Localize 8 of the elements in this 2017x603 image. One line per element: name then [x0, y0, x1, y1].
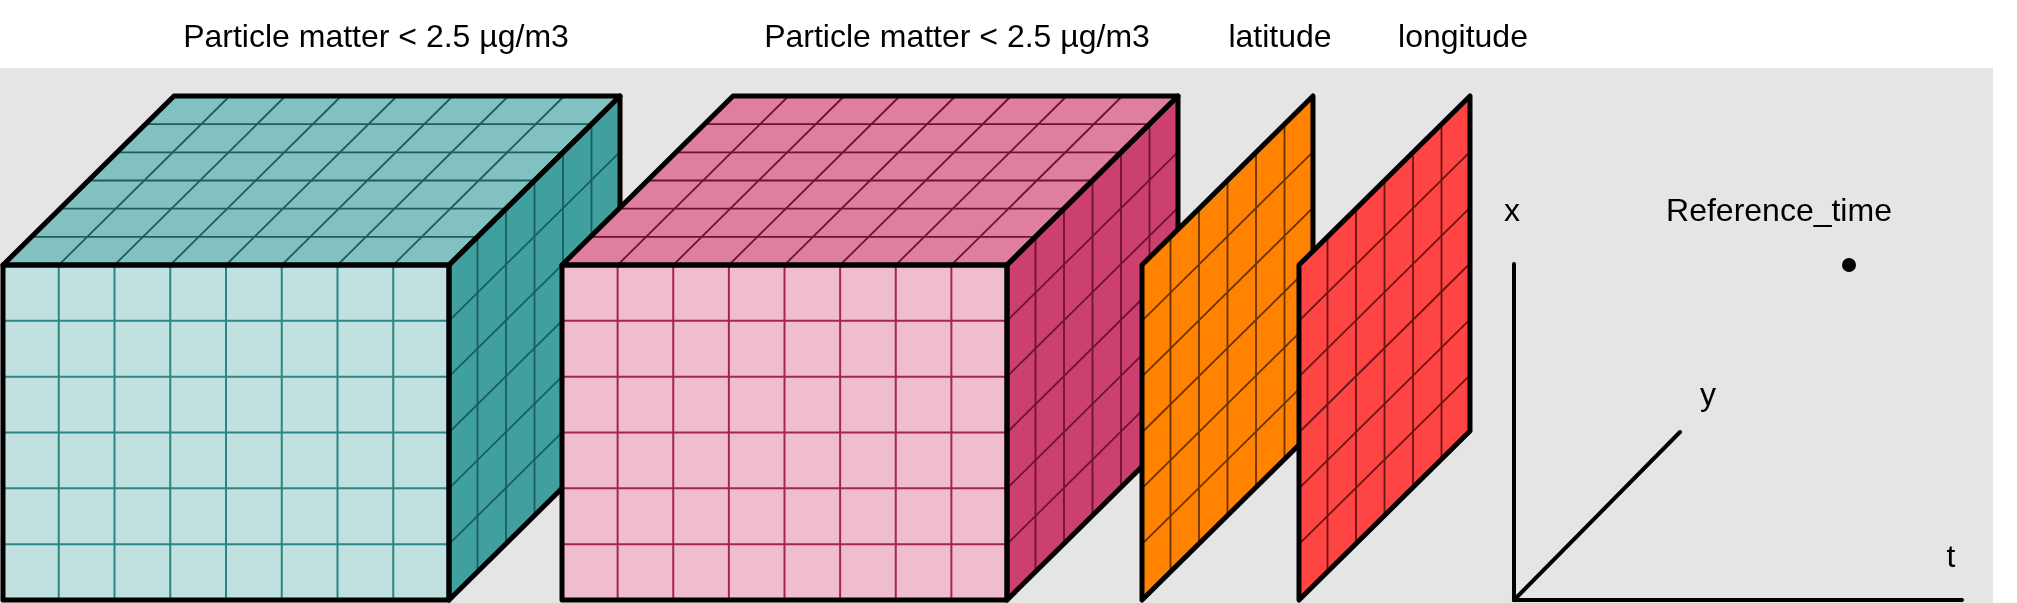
- plane-label: latitude: [1228, 17, 1332, 55]
- axis-label: x: [1504, 191, 1520, 229]
- plane-label: longitude: [1398, 17, 1528, 55]
- cube-label: Particle matter < 2.5 µg/m3: [764, 17, 1150, 55]
- axis-label: t: [1946, 537, 1956, 575]
- point-label: Reference_time: [1666, 191, 1892, 229]
- cube-label: Particle matter < 2.5 µg/m3: [183, 17, 569, 55]
- axis-label: y: [1700, 375, 1716, 413]
